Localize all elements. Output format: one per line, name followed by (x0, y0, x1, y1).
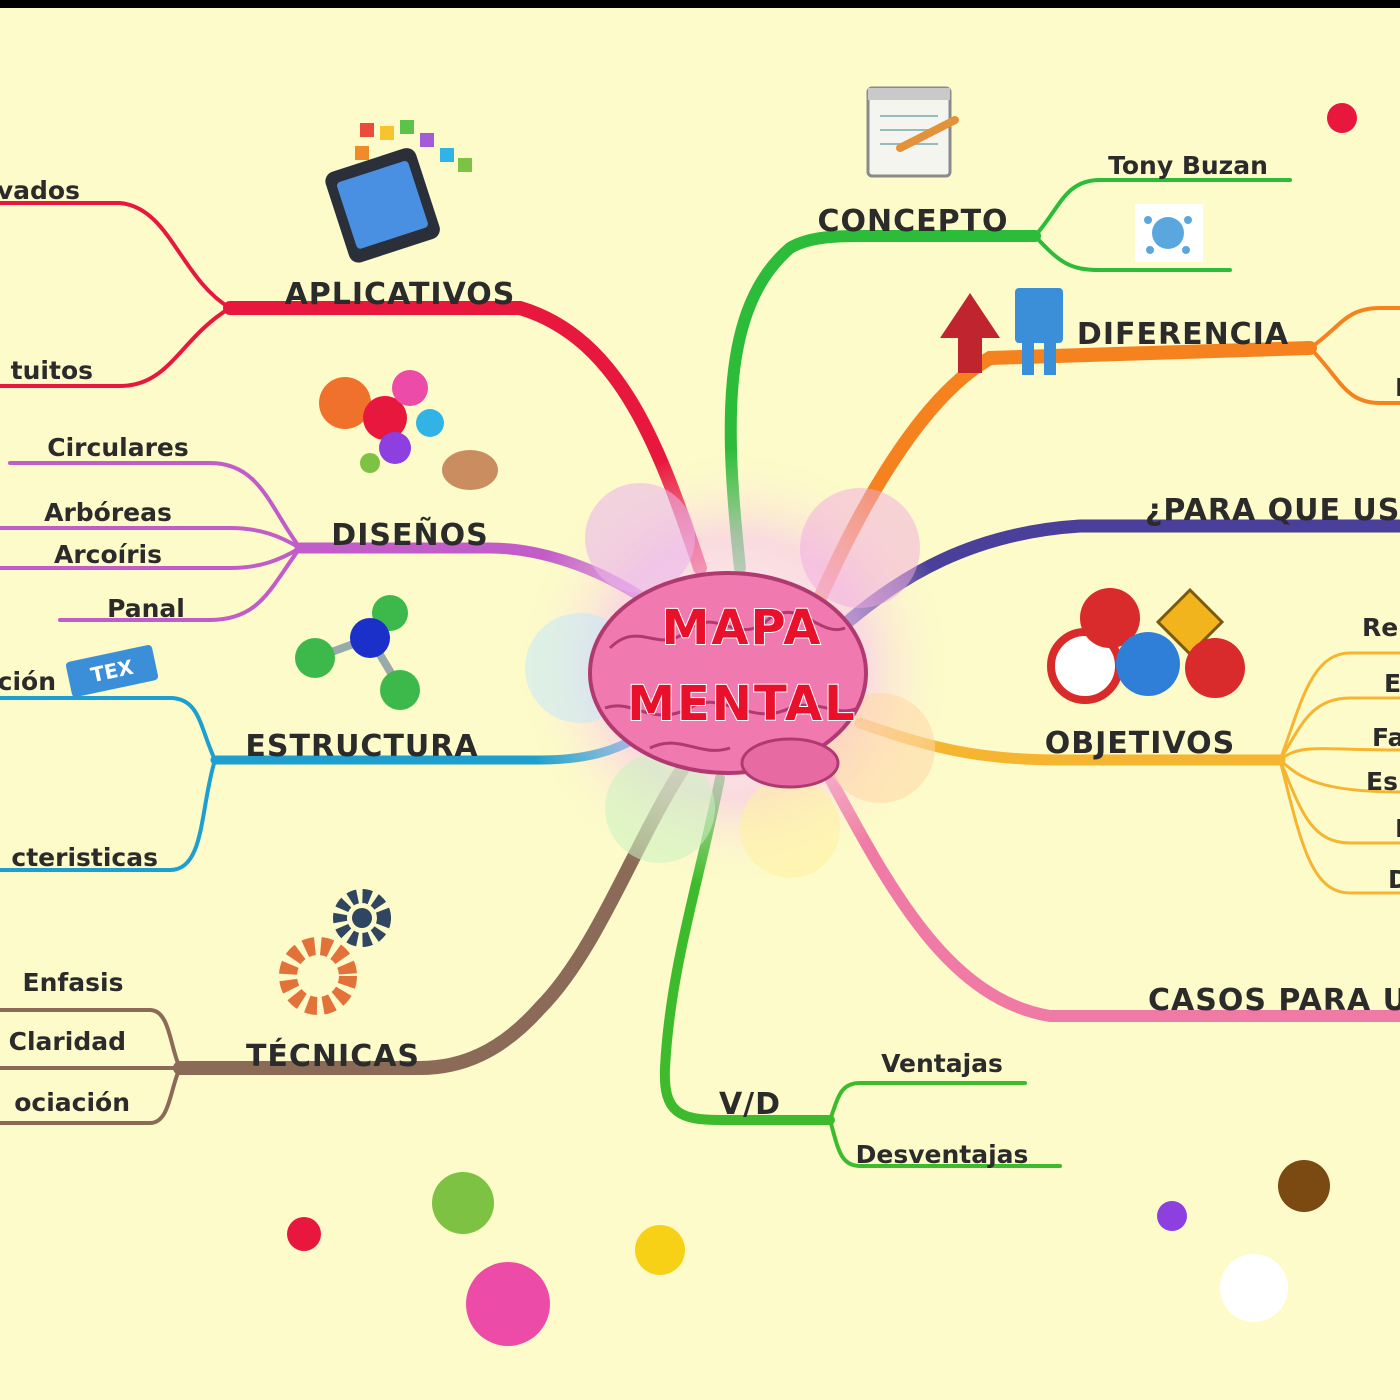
sub-line-diferencia-2 (1308, 346, 1400, 405)
gears-icon (279, 889, 391, 1015)
mindmap-canvas: MAPA MENTAL TEX (0, 8, 1400, 1400)
sub-line-aplicativos-1 (0, 201, 232, 310)
decorative-dots (287, 103, 1357, 1346)
sub-label-disenos-2: Arbóreas (44, 498, 172, 527)
brain-icon (588, 571, 868, 789)
sub-line-objetivos-4 (1278, 758, 1400, 794)
branch-label-estructura: ESTRUCTURA (245, 729, 478, 764)
mindmap-diagram: MAPA MENTAL TEX (0, 86, 1400, 1346)
sub-line-tecnicas-3 (0, 1066, 182, 1125)
sub-line-objetivos-1 (1278, 651, 1400, 762)
sub-label-estructura-1: ción (0, 667, 56, 696)
sub-line-diferencia-1 (1308, 306, 1400, 350)
center-title-line1: MAPA (662, 600, 823, 656)
decor-dot (635, 1225, 685, 1275)
sub-label-vd-2: Desventajas (856, 1140, 1029, 1169)
brain-logo-icon (1135, 204, 1203, 262)
sub-label-tecnicas-1: Enfasis (23, 968, 124, 997)
sub-label-objetivos-4: Es (1366, 767, 1398, 796)
sub-line-estructura-1 (0, 696, 217, 762)
sub-label-objetivos-2: E (1384, 669, 1400, 698)
tex-badge-icon: TEX (65, 644, 159, 698)
decor-dot (1157, 1201, 1187, 1231)
sub-label-objetivos-3: Fa (1372, 723, 1400, 752)
sub-label-estructura-2: cteristicas (11, 843, 158, 872)
sub-line-aplicativos-2 (0, 306, 232, 388)
molecule-icon (295, 595, 420, 710)
branch-label-casos: CASOS PARA U (1148, 983, 1400, 1018)
decor-dot (466, 1262, 550, 1346)
sub-line-concepto-2 (1033, 234, 1232, 272)
decor-dot (1327, 103, 1357, 133)
center-title-line2: MENTAL (627, 676, 856, 732)
sub-line-disenos-3 (0, 546, 302, 570)
sub-label-tecnicas-3: ociación (14, 1088, 130, 1117)
paint-splash-icon (319, 370, 498, 490)
sub-label-disenos-1: Circulares (47, 433, 188, 462)
sub-label-objetivos-5: I (1395, 814, 1400, 843)
decor-dot (1278, 1160, 1330, 1212)
sub-label-objetivos-1: Re (1362, 613, 1398, 642)
sub-line-concepto-1 (1033, 178, 1292, 238)
sub-line-objetivos-2 (1278, 696, 1400, 762)
sub-label-disenos-4: Panal (107, 594, 185, 623)
arrows-figures-icon (940, 288, 1063, 375)
sub-branches (0, 178, 1400, 1168)
sub-label-diferencia-2: I (1395, 373, 1400, 402)
sub-line-vd-1 (828, 1081, 1027, 1122)
sub-label-concepto-1: Tony Buzan (1108, 151, 1268, 180)
branch-label-para-que: ¿PARA QUE US (1145, 493, 1400, 528)
branch-label-objetivos: OBJETIVOS (1045, 726, 1235, 761)
sub-label-vd-1: Ventajas (881, 1049, 1003, 1078)
sub-label-disenos-3: Arcoíris (54, 540, 162, 569)
sub-label-objetivos-6: D (1388, 865, 1400, 894)
sub-label-aplicativos-1: vados (0, 176, 80, 205)
sub-line-objetivos-6 (1278, 758, 1400, 895)
central-node: MAPA MENTAL (515, 448, 955, 888)
decor-dot (432, 1172, 494, 1234)
sub-line-disenos-4 (58, 546, 302, 622)
branch-label-tecnicas: TÉCNICAS (246, 1038, 420, 1074)
decor-dot (287, 1217, 321, 1251)
smartphone-apps-icon (325, 120, 472, 263)
sub-line-objetivos-5 (1278, 758, 1400, 845)
branch-label-concepto: CONCEPTO (817, 204, 1008, 239)
sub-line-estructura-2 (0, 758, 217, 872)
branch-label-disenos: DISEÑOS (331, 516, 488, 553)
main-labels: APLICATIVOS DISEÑOS ESTRUCTURA TÉCNICAS … (245, 204, 1400, 1122)
sub-label-aplicativos-2: tuitos (11, 356, 93, 385)
branch-label-aplicativos: APLICATIVOS (285, 277, 516, 312)
sub-line-disenos-1 (8, 461, 302, 550)
sub-line-tecnicas-1 (0, 1008, 182, 1070)
sub-line-disenos-2 (0, 526, 302, 550)
sub-line-objetivos-3 (1278, 747, 1400, 762)
sub-label-tecnicas-2: Claridad (9, 1027, 126, 1056)
road-signs-icon (1047, 587, 1245, 704)
notepad-pencil-icon (866, 86, 959, 178)
sub-labels: vados tuitos Circulares Arbóreas Arcoíri… (0, 151, 1400, 1169)
branch-label-diferencia: DIFERENCIA (1077, 317, 1289, 352)
decor-dot (1220, 1254, 1288, 1322)
sub-line-vd-2 (828, 1118, 1062, 1168)
branch-label-vd: V/D (719, 1087, 781, 1122)
